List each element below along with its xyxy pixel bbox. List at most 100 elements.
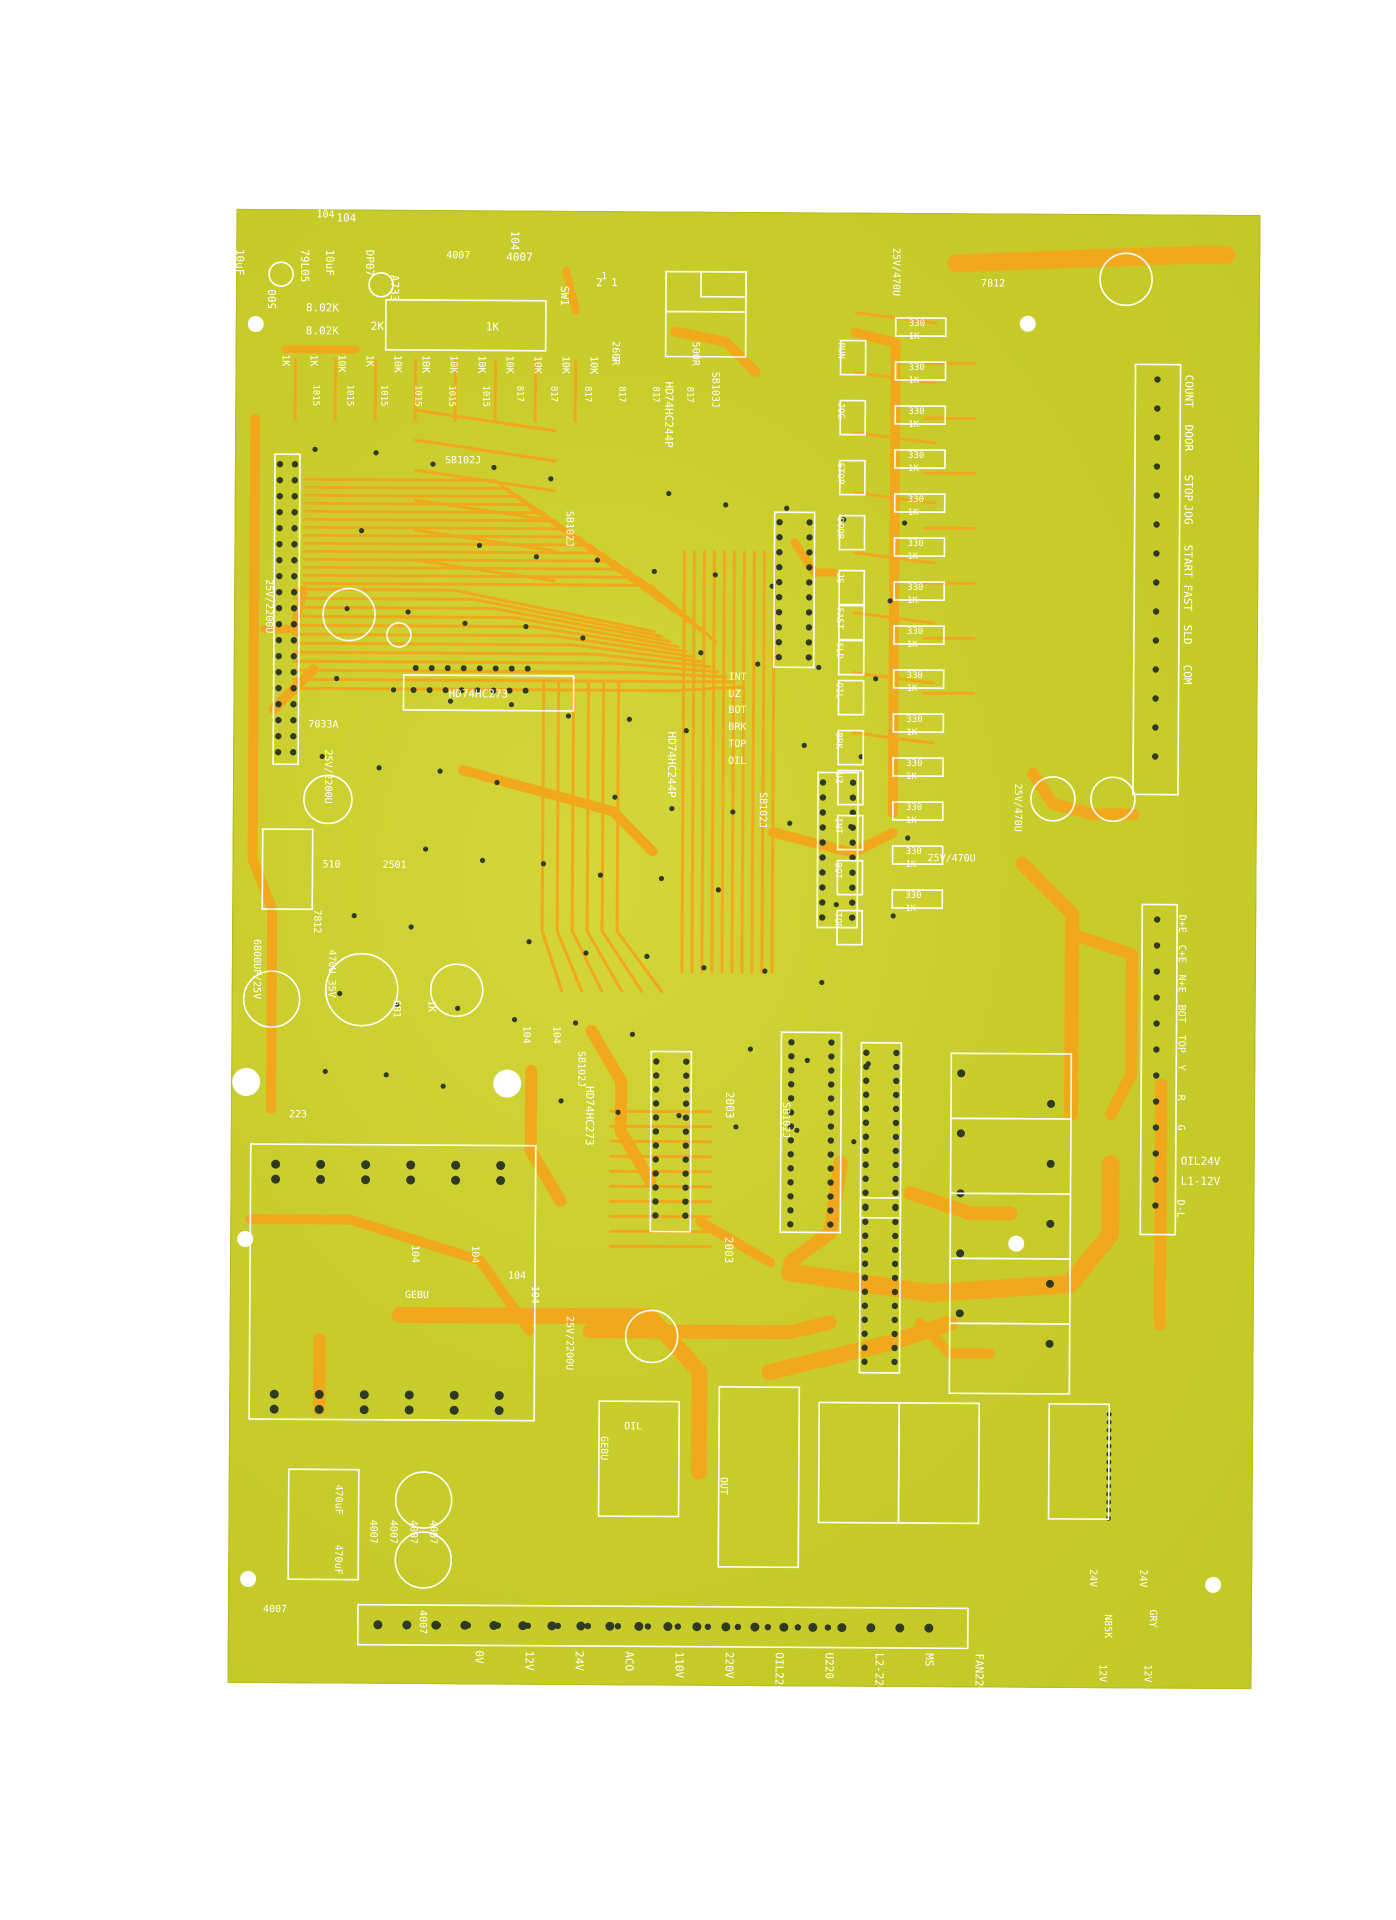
via: [406, 1160, 416, 1170]
via: [957, 1069, 966, 1078]
via: [805, 639, 813, 646]
signal-trace: [720, 550, 726, 974]
via: [275, 588, 283, 596]
resistor-value: 330: [906, 670, 923, 682]
indicator-outline: [838, 569, 866, 606]
indicator-label: OIL: [728, 755, 747, 768]
component-label: 4007: [416, 1610, 428, 1635]
resistor-outline: [892, 757, 944, 778]
via: [652, 1114, 660, 1121]
via: [704, 1623, 712, 1630]
via: [848, 824, 854, 830]
resistor-value: 1K: [908, 419, 920, 431]
via: [682, 1142, 689, 1149]
component-label: 104: [409, 1244, 421, 1264]
via: [430, 461, 436, 467]
resistor-label: 10K: [531, 355, 543, 374]
via: [819, 884, 826, 891]
signal-trace: [292, 650, 712, 669]
via: [682, 1198, 689, 1205]
via: [827, 1179, 834, 1186]
via: [359, 1390, 369, 1400]
via: [956, 1129, 965, 1138]
via: [1153, 550, 1160, 557]
signal-traces: [292, 311, 978, 1249]
silkscreen-label: DP07: [363, 249, 377, 277]
via: [819, 839, 826, 846]
resistor-value: 1K: [908, 375, 920, 387]
via: [390, 687, 397, 693]
via: [460, 665, 467, 672]
via: [410, 686, 417, 693]
indicator-label: INT: [832, 817, 843, 834]
network-label: SB103J: [709, 371, 721, 408]
indicator-outline: [838, 459, 866, 496]
component-label: 1K: [425, 1000, 437, 1013]
via: [892, 1077, 900, 1085]
via: [787, 1179, 794, 1186]
via: [291, 573, 298, 580]
via: [271, 1174, 281, 1184]
via: [805, 609, 813, 616]
indicator-label: UZ: [728, 688, 741, 700]
via: [828, 1039, 835, 1046]
connector-label: 24V: [1087, 1569, 1099, 1588]
component-label: GEBU: [404, 1289, 430, 1302]
via: [558, 1098, 564, 1104]
indicator-outline: [837, 639, 865, 676]
via: [275, 732, 282, 740]
via: [775, 594, 783, 601]
silkscreen-label: A733: [387, 274, 402, 302]
diode-label: 817: [582, 386, 593, 403]
via: [508, 701, 515, 708]
via: [1045, 1339, 1054, 1348]
signal-trace: [292, 677, 736, 684]
via: [612, 794, 618, 800]
via: [733, 1124, 739, 1130]
via: [956, 1249, 965, 1258]
via: [682, 1170, 689, 1177]
resistor-outline: [892, 713, 945, 734]
via: [319, 753, 325, 760]
via: [955, 1309, 964, 1318]
via: [787, 1095, 795, 1102]
signal-trace: [292, 623, 688, 654]
via: [291, 493, 298, 500]
resistor-outline: [891, 801, 944, 822]
via: [833, 901, 839, 908]
resistor-label: 10K: [559, 355, 571, 374]
via: [460, 1620, 470, 1630]
signal-trace: [570, 679, 604, 993]
ic-label: 2003: [722, 1236, 736, 1264]
via: [490, 687, 497, 694]
via: [1047, 1099, 1056, 1108]
via: [652, 1100, 660, 1107]
via: [824, 1624, 832, 1631]
via: [861, 1288, 869, 1295]
via: [849, 839, 856, 846]
via: [902, 520, 908, 526]
indicator-outline: [837, 729, 865, 766]
resistor-value: 330: [908, 318, 926, 330]
via: [583, 950, 589, 956]
via: [837, 1623, 847, 1633]
via: [698, 650, 704, 656]
via: [827, 1221, 834, 1228]
via: [775, 624, 783, 631]
via: [891, 1288, 899, 1296]
connector-label: ACO: [622, 1651, 636, 1672]
resistor-outline: [893, 625, 945, 646]
component-label: 4007: [367, 1519, 379, 1544]
via: [862, 1133, 870, 1140]
via: [449, 1390, 459, 1400]
via: [474, 687, 481, 694]
signal-trace: [413, 408, 557, 433]
resistor-value: 1K: [906, 771, 917, 783]
via: [890, 913, 896, 919]
via: [290, 701, 297, 708]
via: [827, 1095, 835, 1102]
via: [269, 1404, 279, 1414]
indicator-label: JOG: [835, 402, 846, 419]
resistor-value: 330: [905, 846, 922, 858]
